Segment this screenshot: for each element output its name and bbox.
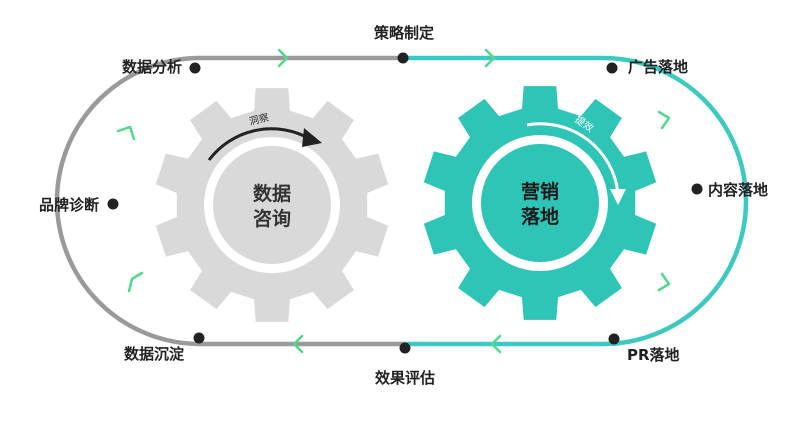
- dot-analysis: [189, 62, 201, 74]
- label-analysis: 数据分析: [122, 58, 182, 76]
- dot-diagnosis: [107, 198, 119, 210]
- label-pr: PR落地: [627, 346, 680, 364]
- dot-strategy: [397, 52, 409, 64]
- label-ad: 广告落地: [628, 58, 688, 76]
- gear-left: 洞察 数据 咨询: [155, 88, 389, 322]
- chevron-icon: [127, 271, 144, 293]
- right-gear-title-line1: 营销: [521, 180, 559, 203]
- efficiency-arc-arrow: [526, 122, 620, 194]
- track-right-teal: [403, 55, 749, 347]
- chevron-icon: [490, 334, 502, 354]
- gear-right-hub: [481, 144, 599, 262]
- label-diagnosis: 品牌诊断: [39, 196, 99, 214]
- gear-left-hub: [213, 146, 331, 264]
- chevron-icon: [277, 48, 289, 68]
- arrowhead-icon: [610, 189, 626, 205]
- insight-arc-arrow: [207, 127, 311, 161]
- arrowhead-icon: [302, 128, 322, 147]
- left-gear-title-line2: 咨询: [253, 207, 291, 230]
- chevron-icon: [657, 110, 671, 130]
- dot-eval: [399, 342, 411, 354]
- label-content: 内容落地: [708, 181, 768, 199]
- chevron-icon: [116, 125, 136, 141]
- left-gear-title-line1: 数据: [253, 182, 291, 205]
- track-arrows: [116, 48, 671, 354]
- gear-right: 提效 营销 落地: [423, 86, 657, 320]
- chevron-icon: [292, 334, 304, 354]
- chevron-icon: [657, 272, 671, 292]
- right-gear-title-line2: 落地: [521, 205, 559, 228]
- track-left-gray: [54, 55, 403, 347]
- dot-pr: [608, 333, 620, 345]
- label-eval: 效果评估: [375, 369, 435, 387]
- dot-content: [691, 183, 703, 195]
- label-deposit: 数据沉淀: [124, 345, 185, 363]
- chevron-icon: [484, 48, 496, 68]
- track-dots: [107, 52, 703, 354]
- dot-deposit: [193, 332, 205, 344]
- dot-ad: [606, 62, 618, 74]
- label-strategy: 策略制定: [373, 24, 434, 42]
